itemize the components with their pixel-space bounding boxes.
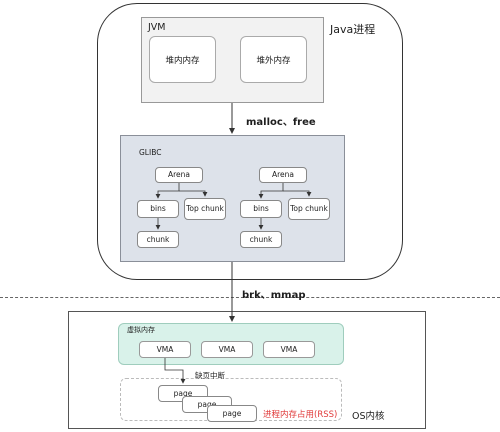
virtual-memory-label: 虚拟内存 bbox=[127, 326, 155, 334]
java-process-label: Java进程 bbox=[330, 23, 376, 36]
chunk-node-right: chunk bbox=[240, 231, 282, 248]
chunk-node-left: chunk bbox=[137, 231, 179, 248]
page-fault-arrow bbox=[164, 358, 186, 384]
arena-node-left: Arena bbox=[155, 167, 203, 183]
off-heap-memory-box: 堆外内存 bbox=[240, 36, 307, 83]
glibc-label: GLIBC bbox=[139, 148, 162, 157]
jvm-label: JVM bbox=[148, 22, 166, 33]
brk-mmap-label: brk、mmap bbox=[242, 290, 306, 301]
bins-node-left: bins bbox=[137, 200, 179, 218]
vma-box: VMA bbox=[263, 341, 315, 358]
vma-box: VMA bbox=[201, 341, 253, 358]
vma-box: VMA bbox=[139, 341, 191, 358]
left-arena-edges bbox=[155, 183, 208, 230]
user-kernel-divider bbox=[0, 297, 500, 298]
os-kernel-label: OS内核 bbox=[352, 411, 385, 422]
page-fault-label: 缺页中断 bbox=[195, 371, 225, 380]
rss-label: 进程内存占用(RSS) bbox=[263, 410, 338, 420]
page-box: page bbox=[207, 405, 257, 422]
heap-memory-box: 堆内内存 bbox=[149, 36, 216, 83]
arena-node-right: Arena bbox=[259, 167, 307, 183]
top-chunk-node-left: Top chunk bbox=[184, 198, 226, 220]
malloc-free-label: malloc、free bbox=[246, 117, 316, 128]
top-chunk-node-right: Top chunk bbox=[288, 198, 330, 220]
right-arena-edges bbox=[258, 183, 312, 230]
bins-node-right: bins bbox=[240, 200, 282, 218]
